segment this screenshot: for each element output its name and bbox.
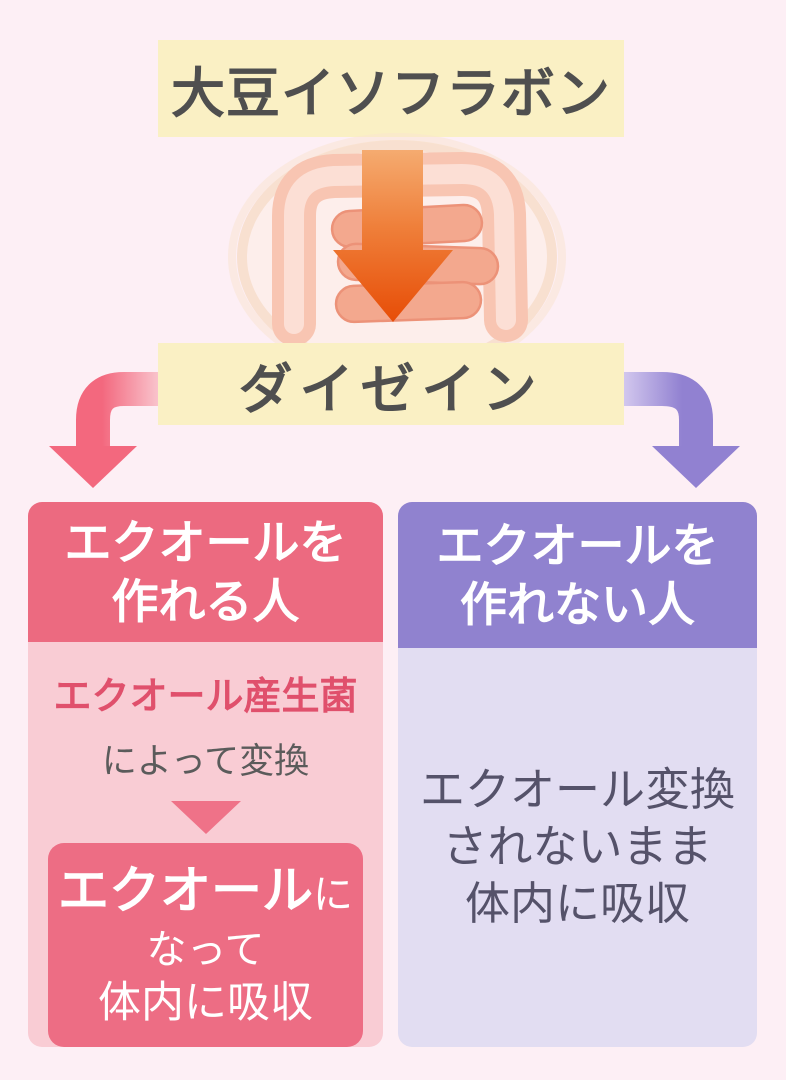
equol-producing-bacteria-label: エクオール産生菌 bbox=[53, 676, 358, 718]
result-line2: なって bbox=[146, 928, 265, 973]
equol-nonproducer-header: エクオールを 作れない人 bbox=[398, 502, 757, 648]
left-branch-arrow-icon bbox=[49, 372, 158, 488]
producer-header-line1: エクオールを bbox=[64, 515, 347, 569]
equol-word: エクオール bbox=[57, 861, 313, 919]
daidzein-banner: ダイゼイン bbox=[158, 343, 624, 425]
nonproducer-header-line1: エクオールを bbox=[436, 518, 719, 572]
producer-header-line2: 作れる人 bbox=[111, 575, 300, 628]
result-line1-rest: に bbox=[313, 872, 353, 917]
conversion-triangle-icon bbox=[170, 801, 241, 834]
equol-producer-body: エクオール産生菌 によって変換 エクオールに なって 体内に吸収 bbox=[28, 642, 383, 1047]
soy-isoflavone-label: 大豆イソフラボン bbox=[171, 64, 611, 124]
nonproducer-body-line3: 体内に吸収 bbox=[464, 877, 690, 929]
equol-result-box: エクオールに なって 体内に吸収 bbox=[48, 843, 363, 1047]
equol-nonproducer-column: エクオールを 作れない人 エクオール変換 されないまま 体内に吸収 bbox=[398, 502, 757, 1047]
equol-producer-header: エクオールを 作れる人 bbox=[28, 502, 383, 642]
nonproducer-body-line2: されないまま bbox=[442, 821, 713, 873]
daidzein-label: ダイゼイン bbox=[238, 359, 544, 420]
converted-by-label: によって変換 bbox=[101, 742, 310, 781]
down-arrow-icon bbox=[333, 150, 453, 322]
right-branch-arrow-icon bbox=[624, 372, 740, 488]
nonproducer-header-line2: 作れない人 bbox=[460, 578, 695, 631]
equol-producer-column: エクオールを 作れる人 エクオール産生菌 によって変換 エクオールに なって 体… bbox=[28, 502, 383, 1047]
result-line3: 体内に吸収 bbox=[98, 979, 313, 1028]
result-line1: エクオールに bbox=[58, 858, 353, 924]
nonproducer-body-line1: エクオール変換 bbox=[419, 764, 735, 816]
soy-isoflavone-banner: 大豆イソフラボン bbox=[158, 40, 624, 137]
equol-nonproducer-body: エクオール変換 されないまま 体内に吸収 bbox=[398, 648, 757, 1047]
